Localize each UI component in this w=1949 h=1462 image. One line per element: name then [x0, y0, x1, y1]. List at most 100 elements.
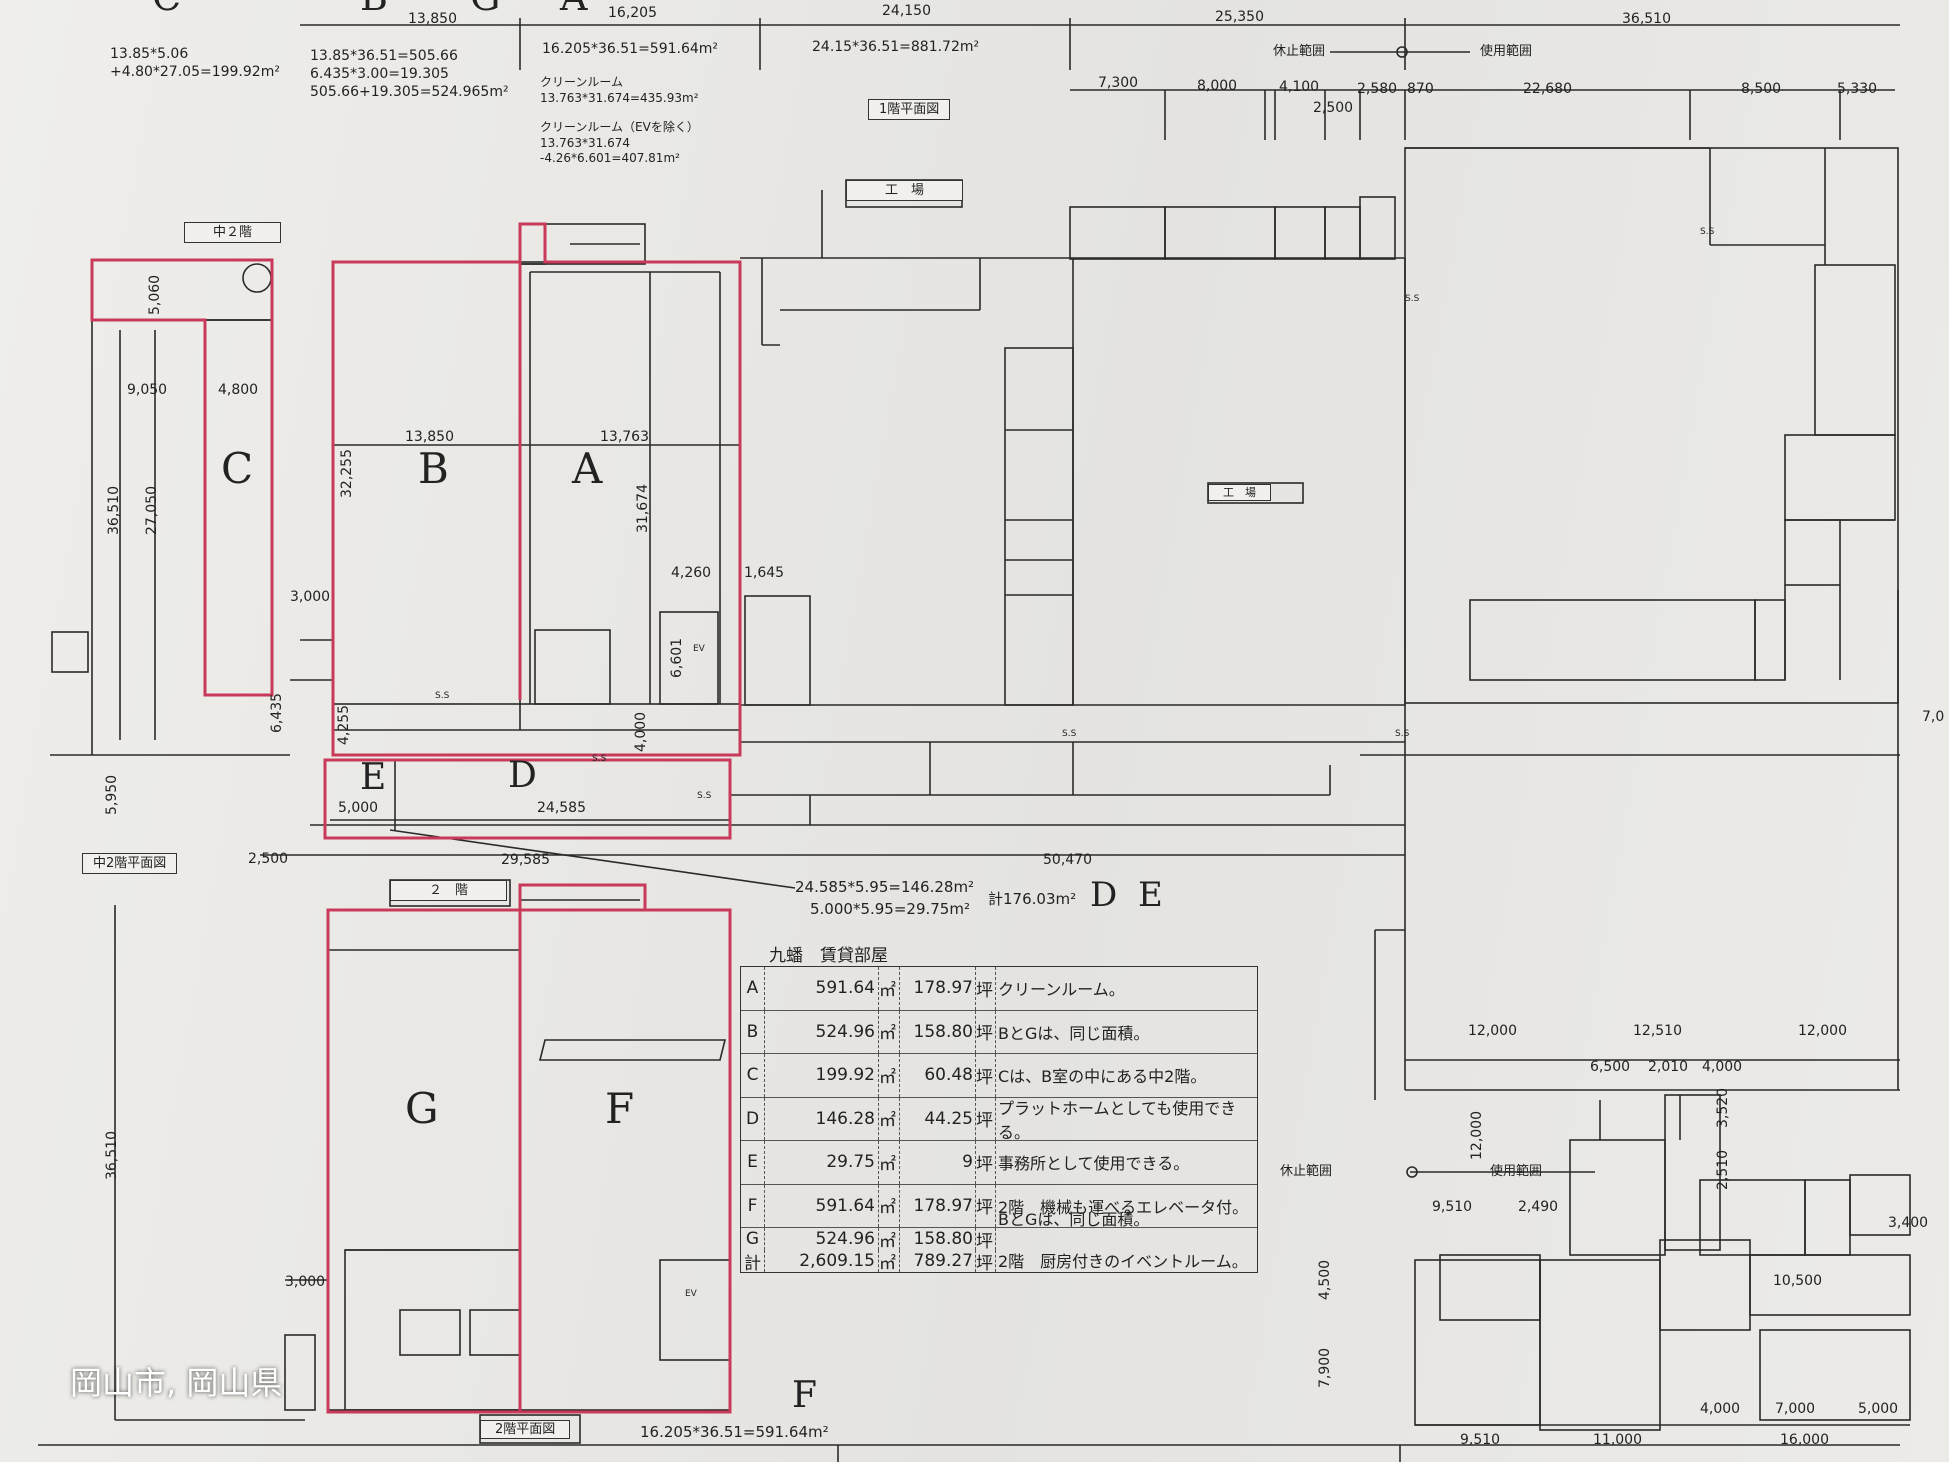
ev-label: EV [693, 644, 705, 654]
table-note-line: BとGは、同じ面積。 [998, 1210, 1150, 1229]
dim-e4000: 4,000 [633, 711, 649, 752]
ss-label: S.S [1700, 227, 1715, 237]
dim-2580: 2,580 [1357, 81, 1398, 97]
dim-m5060: 5,060 [147, 274, 163, 315]
calc-a-clean-ev: クリーンルーム（EVを除く） 13.763*31.674 -4.26*6.601… [540, 120, 699, 166]
room-g[interactable]: G [405, 1084, 439, 1133]
dim-8500: 8,500 [1741, 81, 1782, 97]
table-m-unit: ㎡ [879, 1184, 900, 1227]
top-label-a: A [560, 0, 587, 16]
top-label-b: B [360, 0, 388, 16]
table-area-m2: 199.92 [765, 1054, 879, 1097]
table-area-tsubo: 158.80 [900, 1228, 976, 1250]
table-note: Cは、B室の中にある中2階。 [996, 1054, 1257, 1097]
table-note-line: 2階 機械も運べるエレベータ付。 [998, 1197, 1249, 1217]
dim-r9510: 9,510 [1432, 1199, 1473, 1215]
dim-a13763: 13,763 [600, 429, 649, 445]
dim-d29585: 29,585 [501, 852, 550, 868]
dim-5330: 5,330 [1837, 81, 1878, 97]
location-watermark: 岡山市, 岡山県 [70, 1364, 283, 1402]
dim-d50470: 50,470 [1043, 852, 1092, 868]
dim-g36510: 36,510 [104, 1131, 120, 1180]
dim-d24585: 24,585 [537, 800, 586, 816]
table-note: BとGは、同じ面積。 [996, 1011, 1257, 1054]
dim-22680: 22,680 [1523, 81, 1572, 97]
dim-r12000a: 12,000 [1468, 1023, 1517, 1039]
dim-r11000: 11,000 [1593, 1432, 1642, 1448]
de-calc-line2: 5.000*5.95=29.75m² [810, 900, 970, 918]
total-tsubo: 789.27 [900, 1250, 976, 1272]
table-area-m2: 524.96 [765, 1228, 879, 1250]
room-b[interactable]: B [418, 444, 449, 493]
dim-r4000: 4,000 [1702, 1059, 1743, 1075]
de-calc-line1: 24.585*5.95=146.28m² [795, 878, 975, 896]
dim-r7900: 7,900 [1317, 1347, 1333, 1388]
dim-a31674: 31,674 [635, 484, 651, 533]
table-note: クリーンルーム。 [996, 967, 1257, 1010]
dim-m9050: 9,050 [127, 382, 168, 398]
table-area-tsubo: 158.80 [900, 1010, 976, 1053]
calc-a: 16.205*36.51=591.64m² [542, 41, 719, 57]
floor2-label: ２ 階 [390, 880, 508, 901]
room-e[interactable]: E [360, 757, 387, 798]
table-t-unit: 坪 [976, 1228, 996, 1252]
top-label-g: G [470, 0, 500, 16]
floor1-plan-label: 1階平面図 [868, 99, 951, 120]
table-t-unit: 坪 [976, 1010, 996, 1053]
total-label: 計 [741, 1250, 765, 1274]
dim-e3000: 3,000 [290, 589, 331, 605]
room-d[interactable]: D [508, 755, 537, 796]
table-m-unit: ㎡ [879, 1054, 900, 1097]
top-dim-3: 24,150 [882, 3, 931, 19]
table-t-unit: 坪 [976, 1054, 996, 1097]
dim-a4260: 4,260 [671, 565, 712, 581]
dim-e4255: 4,255 [336, 704, 352, 745]
room-f[interactable]: F [605, 1084, 635, 1133]
table-total-row: 計 2,609.15 ㎡ 789.27 坪 [741, 1250, 1257, 1274]
rental-table-title: 九蟠 賃貸部屋 [769, 946, 888, 966]
table-t-unit: 坪 [976, 967, 996, 1010]
mezzanine-plan-label: 中2階平面図 [82, 853, 178, 874]
dim-r16000: 16,000 [1780, 1432, 1829, 1448]
dim-r2510: 2,510 [1715, 1149, 1731, 1190]
total-t-unit: 坪 [976, 1250, 996, 1274]
room-c[interactable]: C [221, 444, 254, 493]
dim-m36510: 36,510 [106, 486, 122, 535]
dim-m27050: 27,050 [144, 486, 160, 535]
table-room-key: D [741, 1097, 765, 1140]
dim-r5000: 5,000 [1858, 1401, 1899, 1417]
dim-r2490: 2,490 [1518, 1199, 1559, 1215]
ss-label: S.S [592, 754, 607, 764]
table-note-line: プラットホームとしても使用できる。 [998, 1098, 1237, 1142]
calc-c: 13.85*5.06 +4.80*27.05=199.92m² [110, 46, 280, 81]
table-area-m2: 591.64 [765, 967, 879, 1010]
ev-label-2f: EV [685, 1289, 697, 1299]
table-area-tsubo: 60.48 [900, 1054, 976, 1097]
ss-label: S.S [1405, 294, 1420, 304]
room-f-bottom: F [792, 1375, 817, 1416]
ss-label: S.S [435, 691, 450, 701]
room-a[interactable]: A [572, 444, 603, 493]
table-area-m2: 524.96 [765, 1010, 879, 1053]
suspend-range-label: 休止範囲 [1273, 44, 1326, 59]
dim-r3520: 3,520 [1715, 1087, 1731, 1128]
table-area-m2: 146.28 [765, 1097, 879, 1140]
factory-label-mid: 工 場 [1208, 484, 1271, 501]
table-note: BとGは、同じ面積。2階 厨房付きのイベントルーム。 [996, 1210, 1257, 1271]
table-area-tsubo: 9 [900, 1141, 976, 1184]
de-label-e: E [1138, 875, 1163, 915]
use-range-label-2: 使用範囲 [1490, 1164, 1543, 1179]
dim-b32255: 32,255 [339, 449, 355, 498]
dim-r12000v: 12,000 [1469, 1111, 1485, 1160]
dim-870: 870 [1407, 81, 1434, 97]
table-m-unit: ㎡ [879, 1097, 900, 1140]
ss-label: S.S [1395, 729, 1410, 739]
total-m2: 2,609.15 [765, 1250, 879, 1272]
dim-2500a: 2,500 [1313, 100, 1354, 116]
table-note-line: Cは、B室の中にある中2階。 [998, 1067, 1207, 1087]
table-area-tsubo: 44.25 [900, 1097, 976, 1140]
table-t-unit: 坪 [976, 1097, 996, 1140]
table-room-key: E [741, 1141, 765, 1184]
